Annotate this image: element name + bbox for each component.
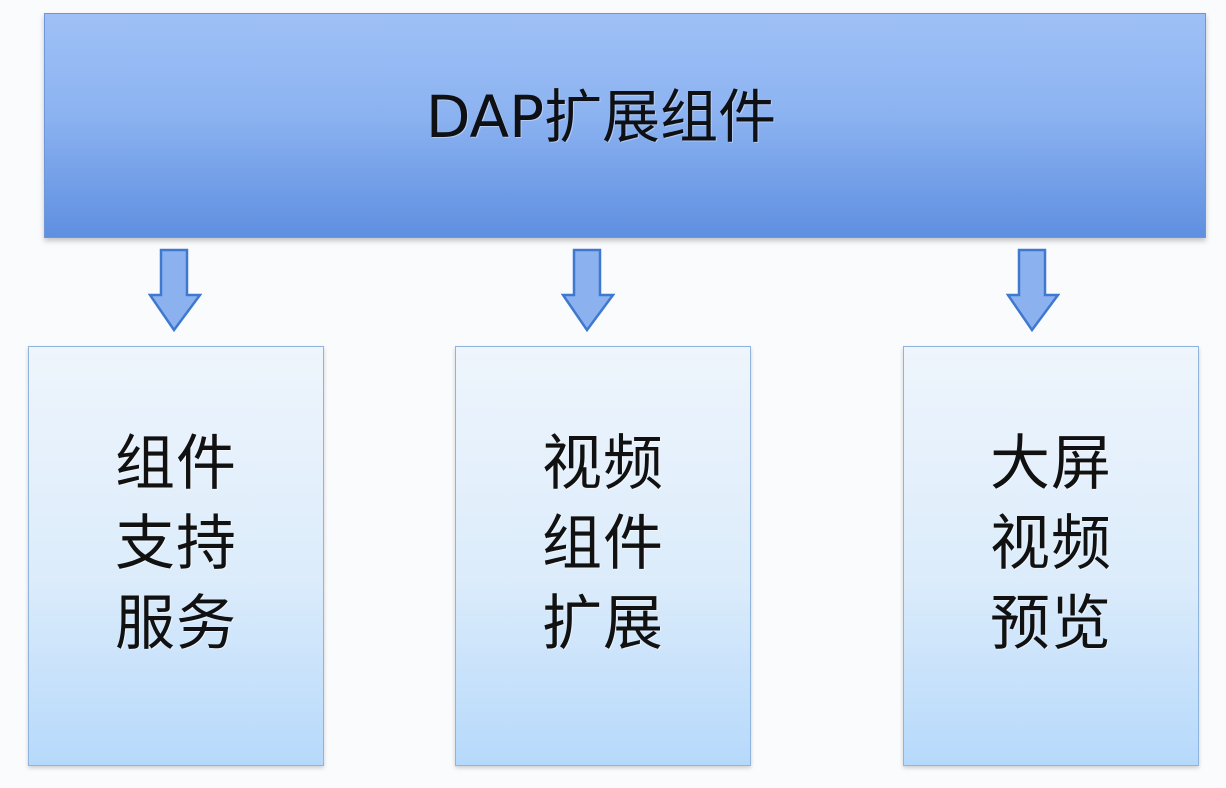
root-title: DAP扩展组件 — [425, 83, 777, 151]
child-box-component-support-service: 组件 支持 服务 — [28, 346, 324, 766]
down-arrow-icon — [148, 248, 202, 332]
child-box-video-component-extension: 视频 组件 扩展 — [455, 346, 751, 766]
down-arrow-icon — [561, 248, 615, 332]
child-label-line: 预览 — [990, 589, 1112, 659]
child-label-line: 服务 — [115, 589, 237, 659]
child-label-line: 组件 — [115, 429, 237, 499]
child-label-line: 扩展 — [542, 589, 664, 659]
child-label-line: 组件 — [542, 509, 664, 579]
child-label: 大屏 视频 预览 — [904, 424, 1198, 664]
root-box: DAP扩展组件 — [44, 13, 1206, 238]
child-label-line: 支持 — [115, 509, 237, 579]
child-label: 组件 支持 服务 — [29, 424, 323, 664]
down-arrow-icon — [1006, 248, 1060, 332]
child-label-line: 视频 — [542, 429, 664, 499]
child-label-line: 视频 — [990, 509, 1112, 579]
child-box-big-screen-video-preview: 大屏 视频 预览 — [903, 346, 1199, 766]
child-label: 视频 组件 扩展 — [456, 424, 750, 664]
child-label-line: 大屏 — [990, 429, 1112, 499]
